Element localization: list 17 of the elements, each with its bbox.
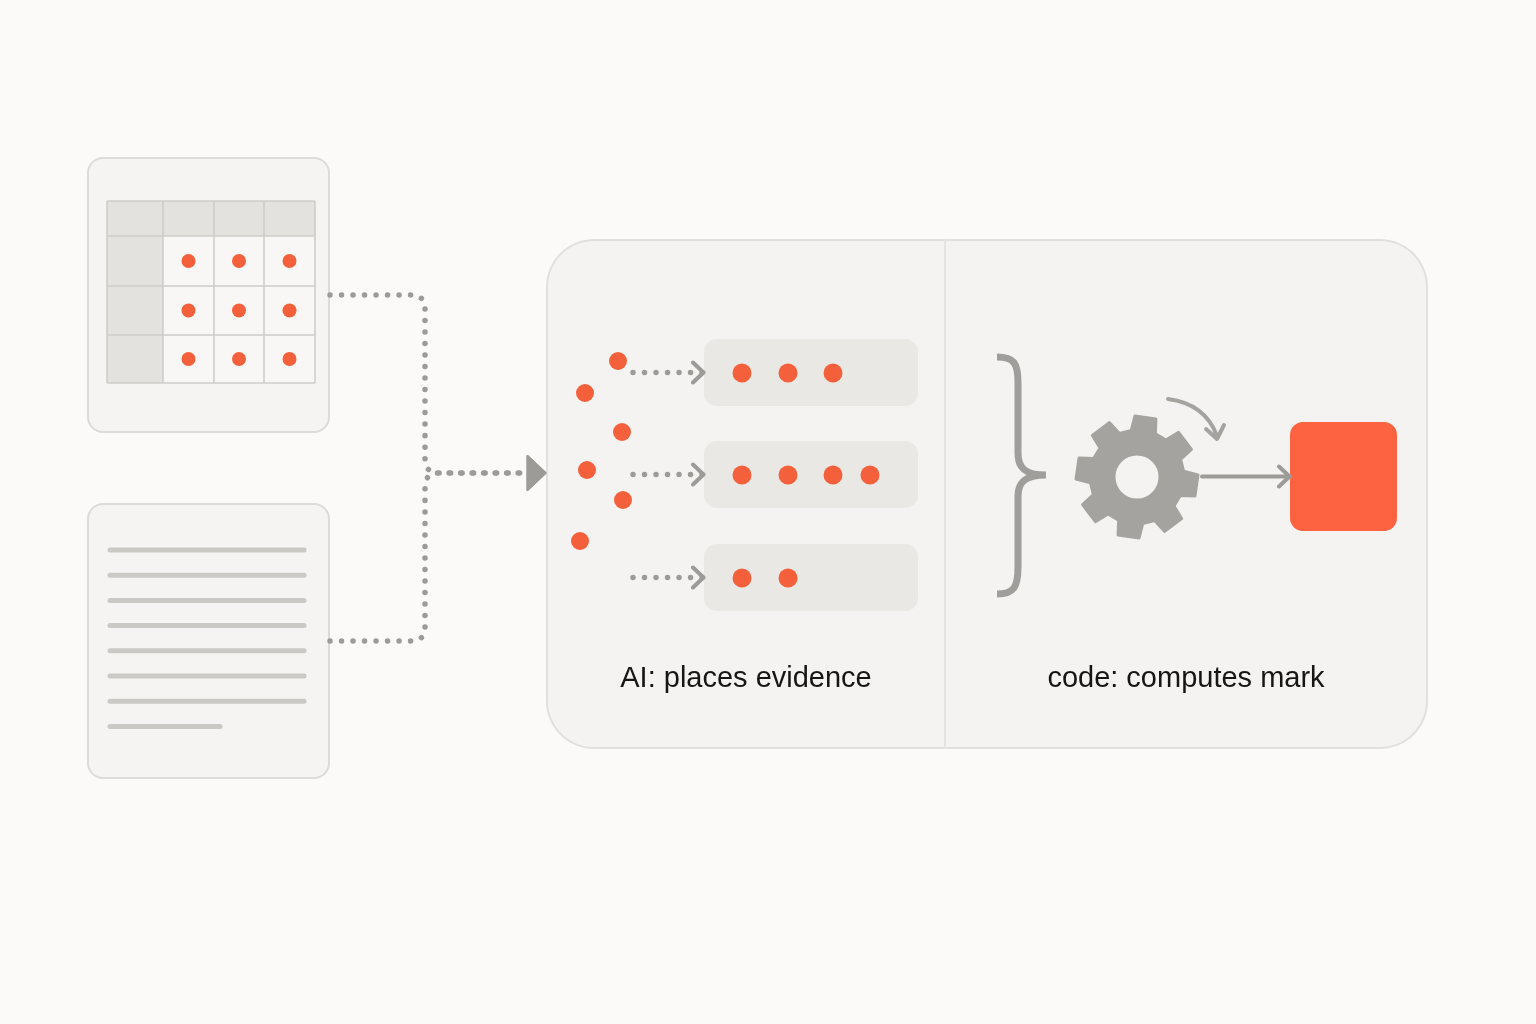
document-card bbox=[87, 503, 330, 779]
scattered-dots-icon bbox=[571, 352, 633, 550]
result-square bbox=[1290, 422, 1397, 531]
evidence-bar bbox=[704, 544, 918, 611]
dotted-arrow bbox=[630, 565, 707, 590]
dotted-arrow bbox=[630, 360, 707, 385]
dotted-arrow bbox=[630, 462, 707, 487]
evidence-bar bbox=[704, 441, 918, 508]
evidence-bar bbox=[704, 339, 918, 406]
panel-label: AI: places evidence bbox=[620, 660, 872, 694]
panel-label: code: computes mark bbox=[1047, 660, 1325, 694]
dotted-arrow bbox=[327, 455, 549, 644]
table-card bbox=[87, 157, 330, 433]
gear-icon bbox=[1072, 412, 1202, 542]
panel-section bbox=[546, 239, 946, 749]
arrow bbox=[1200, 464, 1292, 489]
panel-section bbox=[946, 239, 1428, 749]
